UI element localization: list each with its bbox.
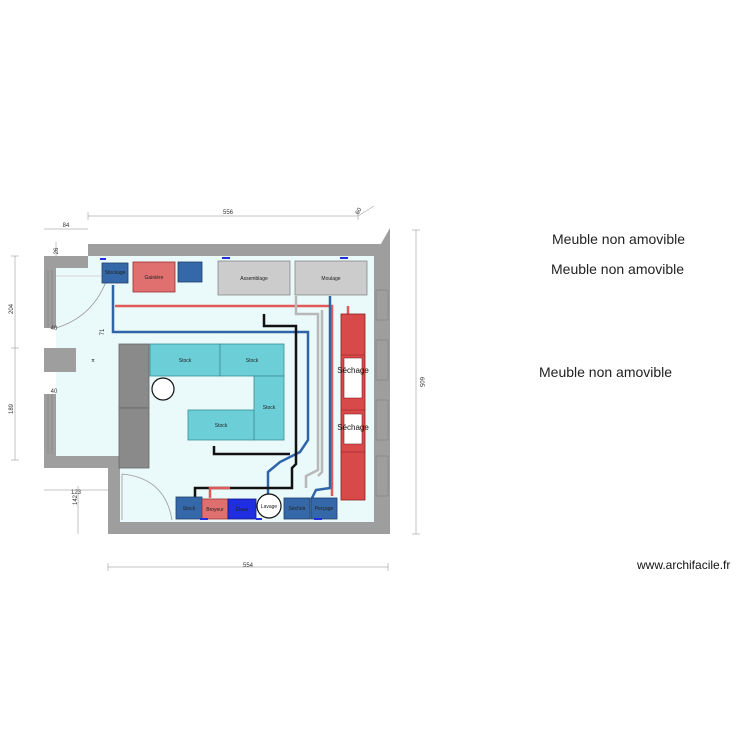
column-circle: [151, 377, 175, 401]
lavage-block[interactable]: [256, 493, 282, 519]
dim-bottom-left-b: 142: [73, 494, 79, 505]
pipe-red-top: [115, 304, 334, 496]
wall-left-return: [108, 462, 120, 534]
broyeur-label: Broyeur: [206, 507, 224, 513]
wall-top: [88, 244, 378, 256]
sechage-dividers: [341, 354, 365, 453]
wall-bottom-left: [44, 456, 120, 468]
stock-label-4: Stock: [215, 423, 228, 429]
stock-bottom-label: Stock: [183, 506, 196, 512]
note-meuble-1: Meuble non amovible: [552, 231, 686, 247]
dim-top-width: 556: [223, 210, 234, 216]
pipe-grey-2: [317, 310, 324, 477]
dim-bottom-width: 554: [243, 563, 254, 569]
stockage-block[interactable]: [101, 262, 129, 284]
dim-door-gap-b: 40: [51, 389, 58, 395]
dim-left-lower: 189: [9, 403, 15, 414]
wall-left-lower: [44, 394, 56, 456]
dim-left-upper: 204: [9, 303, 15, 314]
dim-bottom-left-a: 123: [71, 490, 82, 496]
etuve-label: Étuve: [236, 506, 249, 513]
sechoir-block[interactable]: [283, 497, 311, 520]
bottom-door: [121, 473, 173, 521]
note-meuble-3: Meuble non amovible: [539, 364, 673, 380]
gainiere-block[interactable]: [132, 261, 176, 293]
wall-left-upper: [44, 256, 56, 328]
pipe-network: [111, 285, 350, 499]
wall-right-bottom: [374, 510, 390, 534]
gainiere-label: Gainière: [145, 275, 164, 281]
stock-block-1[interactable]: [149, 343, 221, 377]
sechage-unit[interactable]: [340, 313, 366, 501]
moulage-block[interactable]: [294, 260, 368, 296]
left-openings: [47, 270, 109, 454]
moulage-label: Moulage: [321, 276, 340, 282]
lavage-label: Lavage: [261, 504, 278, 510]
blue-cabinet[interactable]: [177, 261, 203, 283]
stock-block-4[interactable]: [187, 409, 255, 441]
dim-door-gap-a: 40: [51, 326, 58, 332]
sechage-label-1: Séchage: [337, 366, 369, 375]
pipe-blue-left: [111, 285, 310, 498]
wc-symbol: π: [91, 358, 95, 364]
dim-top-right-offset: 60: [355, 207, 364, 216]
pipe-blue-right: [310, 296, 332, 499]
wall-left-middle: [44, 348, 76, 372]
stock-label-3: Stock: [263, 405, 276, 411]
right-windows: [375, 289, 389, 497]
pipe-red-bottom: [208, 486, 230, 498]
stock-block-3[interactable]: [253, 375, 285, 441]
assemblage-label: Assemblage: [240, 276, 268, 282]
dim-small-b: 71: [100, 328, 106, 335]
sechage-panel-1: [343, 357, 363, 399]
wall-right: [374, 244, 390, 534]
dim-top-left-offset: 84: [63, 223, 70, 229]
grey-shelf-upper[interactable]: [118, 343, 150, 409]
note-meuble-2: Meuble non amovible: [551, 261, 685, 277]
sechage-label-2: Séchage: [337, 423, 369, 432]
assemblage-block[interactable]: [217, 260, 291, 296]
walls: [44, 228, 390, 534]
watermark: www.archifacile.fr: [637, 558, 731, 572]
etuve-block[interactable]: [227, 498, 257, 520]
stock-block-2[interactable]: [219, 343, 285, 377]
stock-label-1: Stock: [179, 358, 192, 364]
percage-block[interactable]: [310, 497, 338, 520]
stock-label-2: Stock: [246, 358, 259, 364]
sechoir-label: Séchoir: [289, 506, 306, 512]
dim-right-height: 605: [418, 377, 424, 388]
marker-dots: [100, 257, 348, 520]
dim-small-a: 26: [54, 247, 60, 254]
wall-bottom: [108, 522, 388, 534]
pipe-grey-1: [294, 296, 320, 488]
dimension-lines: [11, 205, 420, 571]
percage-label: Perçage: [315, 506, 334, 512]
grey-shelf-lower[interactable]: [118, 407, 150, 469]
sechage-panel-2: [343, 413, 363, 445]
stockage-label: Stockage: [105, 270, 126, 276]
pipe-black-loop: [212, 446, 290, 456]
room-floor: [56, 256, 374, 522]
